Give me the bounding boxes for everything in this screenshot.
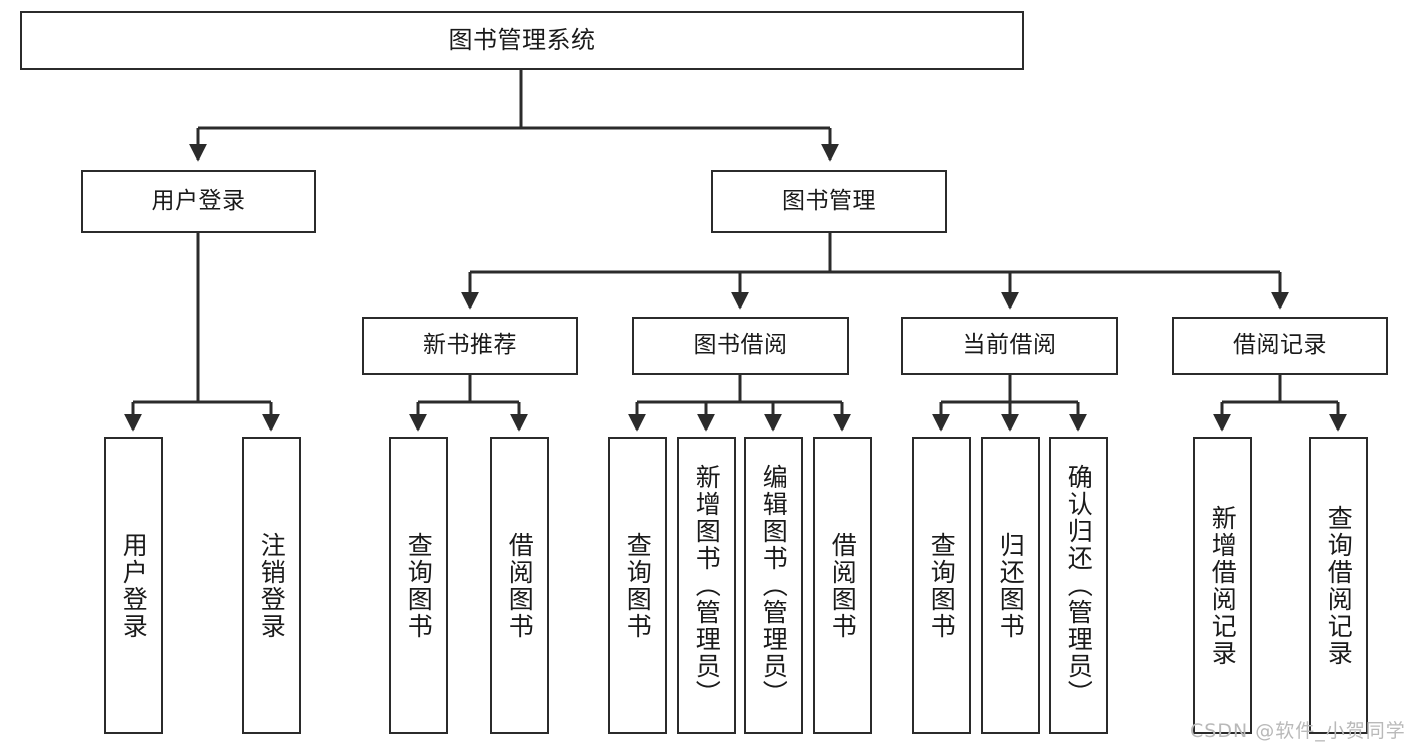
node-label: 借阅图书 bbox=[505, 531, 535, 640]
node-root-book-management-system[interactable]: 图书管理系统 bbox=[20, 11, 1024, 70]
node-label: 图书管理 bbox=[782, 187, 876, 214]
node-current-borrow[interactable]: 当前借阅 bbox=[901, 317, 1118, 375]
node-label: 当前借阅 bbox=[962, 332, 1057, 359]
node-label: 注销登录 bbox=[257, 531, 287, 640]
node-label: 借阅图书 bbox=[828, 531, 858, 640]
leaf-confirm-return[interactable]: 确认归还（管理员） bbox=[1049, 437, 1108, 734]
node-user-login[interactable]: 用户登录 bbox=[81, 170, 316, 233]
node-book-borrow[interactable]: 图书借阅 bbox=[632, 317, 849, 375]
leaf-user-login[interactable]: 用户登录 bbox=[104, 437, 163, 734]
node-book-management[interactable]: 图书管理 bbox=[711, 170, 947, 233]
leaf-return-book[interactable]: 归还图书 bbox=[981, 437, 1040, 734]
leaf-query-record[interactable]: 查询借阅记录 bbox=[1309, 437, 1368, 734]
node-label: 新增借阅记录 bbox=[1208, 504, 1238, 667]
node-label: 确认归还（管理员） bbox=[1064, 464, 1094, 707]
node-label: 查询图书 bbox=[404, 531, 434, 640]
node-label: 编辑图书（管理员） bbox=[759, 464, 789, 707]
leaf-edit-book[interactable]: 编辑图书（管理员） bbox=[744, 437, 803, 734]
leaf-add-book[interactable]: 新增图书（管理员） bbox=[677, 437, 736, 734]
node-label: 查询图书 bbox=[623, 531, 653, 640]
leaf-logout[interactable]: 注销登录 bbox=[242, 437, 301, 734]
leaf-add-record[interactable]: 新增借阅记录 bbox=[1193, 437, 1252, 734]
node-label: 新增图书（管理员） bbox=[692, 464, 722, 707]
csdn-watermark: CSDN @软件_小贺同学 bbox=[1190, 720, 1405, 742]
node-label: 图书管理系统 bbox=[448, 26, 596, 55]
leaf-borrow-book-2[interactable]: 借阅图书 bbox=[813, 437, 872, 734]
leaf-query-book-1[interactable]: 查询图书 bbox=[389, 437, 448, 734]
leaf-query-book-2[interactable]: 查询图书 bbox=[608, 437, 667, 734]
node-new-book-recommend[interactable]: 新书推荐 bbox=[362, 317, 578, 375]
leaf-query-book-3[interactable]: 查询图书 bbox=[912, 437, 971, 734]
leaf-borrow-book-1[interactable]: 借阅图书 bbox=[490, 437, 549, 734]
node-label: 归还图书 bbox=[996, 531, 1026, 640]
node-label: 用户登录 bbox=[151, 187, 246, 214]
node-label: 新书推荐 bbox=[423, 332, 517, 359]
node-label: 查询借阅记录 bbox=[1324, 504, 1354, 667]
node-borrow-record[interactable]: 借阅记录 bbox=[1172, 317, 1388, 375]
node-label: 查询图书 bbox=[927, 531, 957, 640]
node-label: 借阅记录 bbox=[1233, 332, 1327, 359]
node-label: 用户登录 bbox=[119, 531, 149, 640]
node-label: 图书借阅 bbox=[693, 332, 788, 359]
